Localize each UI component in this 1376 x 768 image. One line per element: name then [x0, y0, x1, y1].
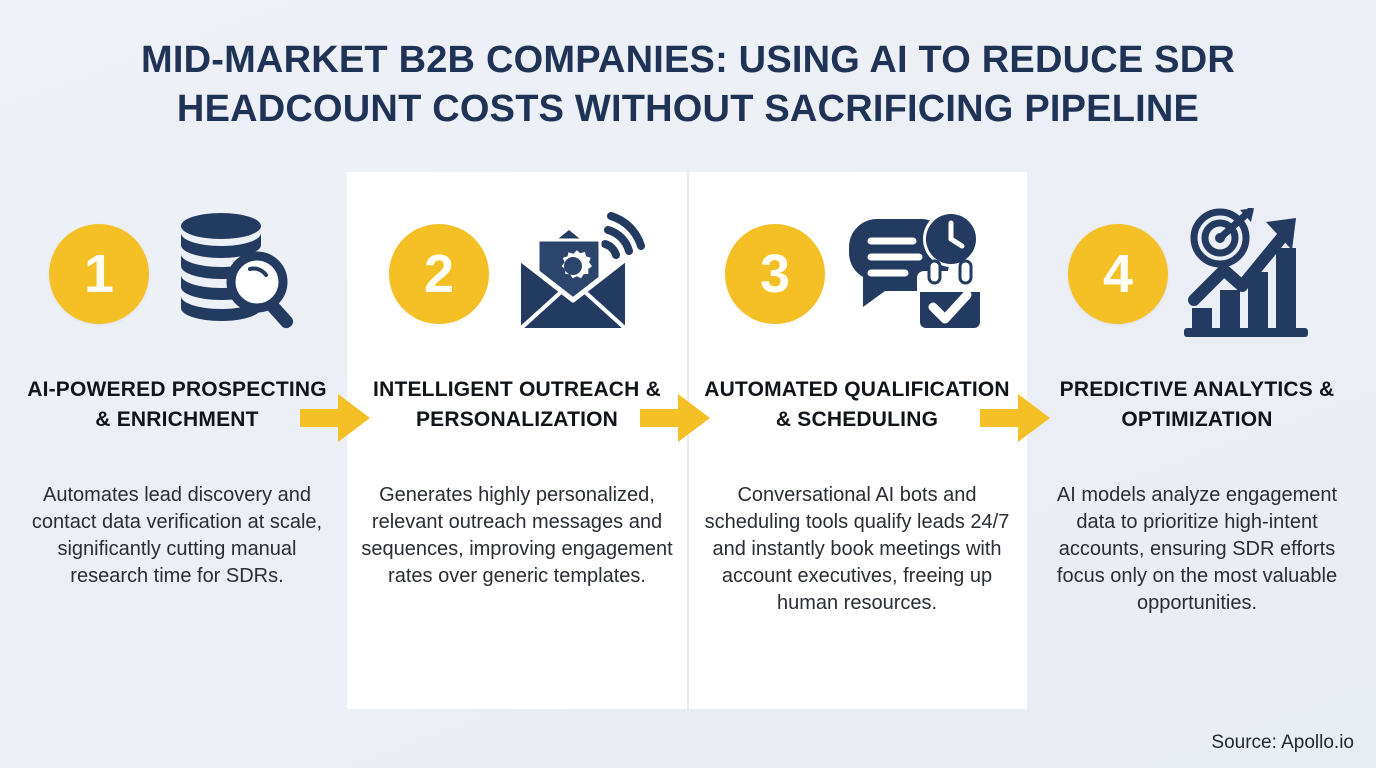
step-1-body: Automates lead discovery and contact dat…: [31, 484, 323, 587]
step-2-body: Generates highly personalized, relevant …: [361, 484, 673, 587]
step-card-3[interactable]: 3: [687, 172, 1027, 709]
steps-container: 1: [0, 172, 1376, 709]
panel-divider: [687, 172, 689, 709]
step-2-number-badge: 2: [389, 224, 489, 324]
step-4-number-badge: 4: [1068, 224, 1168, 324]
step-card-2[interactable]: 2: [347, 172, 687, 709]
page-title-line-2: HEADCOUNT COSTS WITHOUT SACRIFICING PIPE…: [176, 88, 1200, 130]
step-card-4[interactable]: 4: [1027, 172, 1367, 709]
page-title-line-1: MID-MARKET B2B COMPANIES: USING AI TO RE…: [140, 39, 1236, 81]
step-4-heading: PREDICTIVE ANALYTICS & OPTIMIZATION: [1059, 378, 1335, 431]
envelope-gear-signal-icon: [505, 208, 645, 340]
step-1-icon-row: 1: [7, 194, 347, 354]
arrow-2-to-3: [640, 390, 712, 446]
step-3-number-badge: 3: [725, 224, 825, 324]
step-1-heading: AI-POWERED PROSPECTING & ENRICHMENT: [27, 378, 327, 431]
arrow-3-to-4: [980, 390, 1052, 446]
chat-clock-calendar-icon: [841, 209, 989, 339]
step-4-body: AI models analyze engagement data to pri…: [1056, 484, 1338, 614]
page-title: MID-MARKET B2B COMPANIES: USING AI TO RE…: [0, 36, 1376, 134]
step-card-1[interactable]: 1: [7, 172, 347, 709]
source-attribution: Source: Apollo.io: [1211, 732, 1354, 753]
step-4-icon-row: 4: [1027, 194, 1367, 354]
step-1-number-badge: 1: [49, 224, 149, 324]
step-3-body: Conversational AI bots and scheduling to…: [704, 484, 1010, 614]
arrow-1-to-2: [300, 390, 372, 446]
database-search-icon: [165, 209, 305, 339]
step-3-heading: AUTOMATED QUALIFICATION & SCHEDULING: [704, 378, 1010, 431]
step-3-icon-row: 3: [687, 194, 1027, 354]
target-growth-chart-icon: [1184, 208, 1326, 340]
step-2-heading: INTELLIGENT OUTREACH & PERSONALIZATION: [373, 378, 661, 431]
step-2-icon-row: 2: [347, 194, 687, 354]
